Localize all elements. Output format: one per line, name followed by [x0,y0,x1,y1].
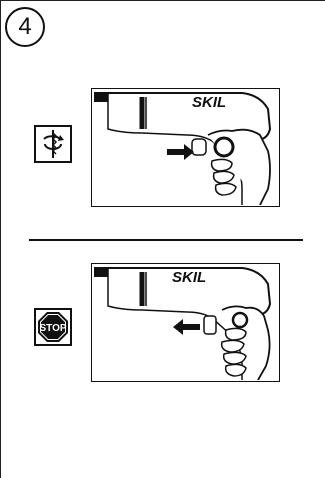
brand-label: SKIL [192,94,226,111]
brand-label: SKIL [172,269,206,286]
rotation-direction-icon [34,125,72,163]
arrow-right-icon [167,144,194,160]
page-border-left [0,0,1,478]
step-number: 4 [18,13,32,40]
drill-illustration-trigger-press: SKIL [91,88,280,207]
section-divider [29,239,303,241]
drill-illustration-trigger-release: SKIL [91,263,280,382]
stop-sign-text: STOP [39,323,66,334]
step-number-badge: 4 [5,7,45,47]
stop-sign-icon: STOP [34,308,72,346]
arrow-left-icon [173,319,200,335]
page-border-top [0,0,325,1]
